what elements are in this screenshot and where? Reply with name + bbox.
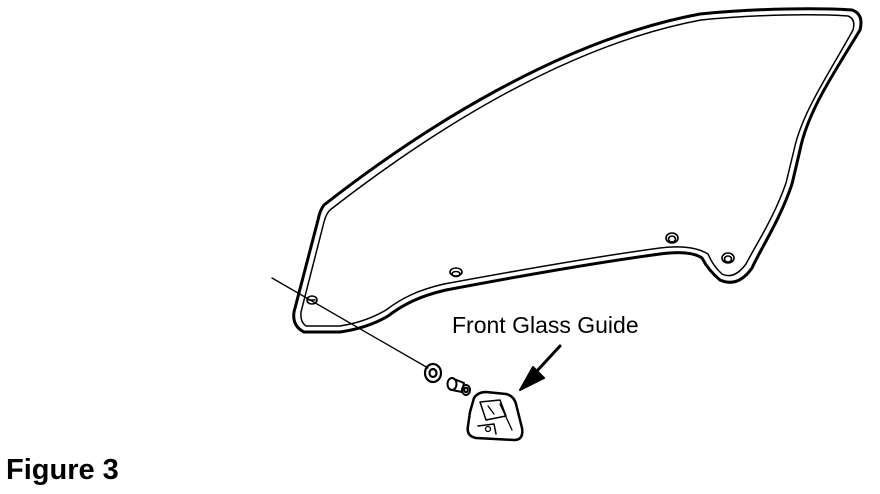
mounting-hole-3 [665,232,679,244]
callout-arrow [519,344,562,391]
front-glass-guide-label: Front Glass Guide [452,312,639,338]
window-glass-outline [292,7,863,334]
mounting-hole-4 [721,252,735,264]
washer [423,362,443,384]
mounting-hole-2 [449,267,463,278]
alignment-line [271,277,429,369]
window-glass-inner-edge [300,14,855,327]
front-glass-guide [466,390,524,442]
figure-caption: Figure 3 [6,454,119,486]
bolt [446,377,471,396]
